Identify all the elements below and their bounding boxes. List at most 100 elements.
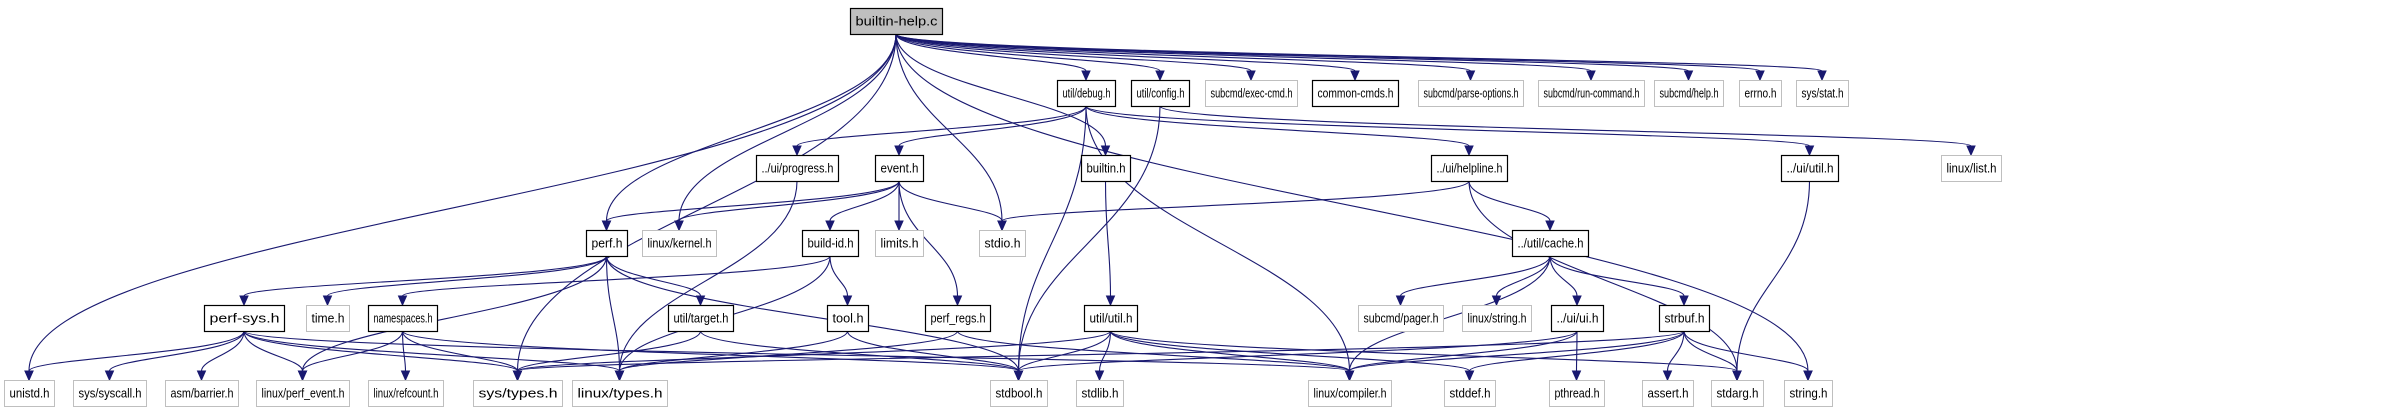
arrowhead-icon — [601, 220, 612, 232]
node-box — [1205, 80, 1298, 107]
edge-up-ui-helpline-h-to-up-util-cache-h — [1468, 180, 1555, 232]
node-perf-h[interactable]: perf.h — [585, 229, 629, 258]
edge-line — [1495, 255, 1551, 297]
node-util-config-h[interactable]: util/config.h — [1130, 79, 1191, 108]
node-up-ui-helpline-h[interactable]: ../ui/helpline.h — [1430, 154, 1509, 183]
node-box — [875, 230, 924, 257]
node-util-util-h[interactable]: util/util.h — [1083, 304, 1139, 333]
edge-line — [829, 255, 849, 297]
edge-strbuf-h-to-stddef-h — [1464, 330, 1685, 382]
edge-strbuf-h-to-sys-types-h — [512, 330, 1685, 382]
node-common-cmds-h[interactable]: common-cmds.h — [1311, 79, 1400, 108]
node-box — [1511, 229, 1590, 258]
node-box — [1358, 305, 1444, 332]
edge-util-debug-h-to-event-h — [894, 105, 1087, 157]
node-up-ui-ui-h[interactable]: ../ui/ui.h — [1550, 304, 1605, 333]
node-box — [1444, 380, 1496, 407]
edge-perf-sys-h-to-unistd-h — [24, 330, 245, 382]
node-sys-types-h: sys/types.h — [473, 380, 563, 407]
node-tool-h[interactable]: tool.h — [826, 304, 870, 333]
edge-line — [618, 330, 849, 372]
node-label: namespaces.h — [374, 311, 433, 326]
edge-up-util-cache-h-to-strbuf-h — [1549, 255, 1689, 307]
arrowhead-icon — [1732, 370, 1742, 382]
edge-strbuf-h-to-linux-compiler-h — [1344, 330, 1685, 382]
edge-line — [1575, 330, 1578, 372]
edge-util-debug-h-to-up-ui-util-h — [1085, 105, 1815, 157]
arrowhead-icon — [1464, 145, 1474, 157]
node-builtin-h[interactable]: builtin.h — [1080, 154, 1132, 183]
node-time-h: time.h — [306, 305, 350, 332]
node-box — [165, 380, 239, 407]
node-up-util-cache-h[interactable]: ../util/cache.h — [1511, 229, 1590, 258]
arrowhead-icon — [894, 145, 904, 157]
node-label: perf_regs.h — [931, 311, 986, 326]
arrowhead-icon — [397, 295, 408, 307]
node-label: ../ui/ui.h — [1557, 311, 1599, 326]
node-unistd-h: unistd.h — [4, 380, 55, 407]
node-event-h[interactable]: event.h — [874, 154, 925, 183]
node-box — [990, 380, 1048, 407]
node-subcmd-pager-h: subcmd/pager.h — [1358, 305, 1444, 332]
edge-namespaces-h-to-linux-perf-event-h — [297, 330, 404, 382]
node-up-ui-progress-h[interactable]: ../ui/progress.h — [755, 154, 840, 183]
node-namespaces-h[interactable]: namespaces.h — [367, 304, 439, 333]
node-stddef-h: stddef.h — [1444, 380, 1496, 407]
edge-line — [1109, 330, 1351, 372]
edge-util-config-h-to-linux-list-h — [1159, 105, 1976, 157]
node-box — [924, 304, 992, 333]
arrowhead-icon — [400, 370, 411, 382]
edge-build-id-h-to-namespaces-h — [397, 255, 831, 307]
node-build-id-h[interactable]: build-id.h — [801, 229, 860, 258]
arrowhead-icon — [1246, 70, 1256, 82]
node-assert-h: assert.h — [1642, 380, 1694, 407]
arrowhead-icon — [792, 145, 802, 157]
node-perf-sys-h[interactable]: perf-sys.h — [203, 304, 286, 333]
node-builtin-help-c[interactable]: builtin-help.c — [849, 7, 944, 36]
edge-builtin-help-c-to-util-debug-h — [895, 33, 1091, 82]
edge-line — [1549, 255, 1578, 297]
arrowhead-icon — [104, 370, 115, 382]
node-pthread-h: pthread.h — [1549, 380, 1605, 407]
node-box — [826, 304, 870, 333]
node-util-target-h[interactable]: util/target.h — [667, 304, 735, 333]
edge-builtin-help-c-to-sys-stat-h — [895, 33, 1827, 82]
node-label: pthread.h — [1555, 386, 1600, 401]
edge-line — [678, 180, 900, 222]
edge-line — [895, 33, 1107, 147]
arrowhead-icon — [614, 370, 625, 382]
node-linux-string-h: linux/string.h — [1462, 305, 1532, 332]
node-box — [1941, 155, 2002, 182]
node-label: util/config.h — [1137, 86, 1185, 101]
edge-line — [1109, 330, 1471, 372]
node-strbuf-h[interactable]: strbuf.h — [1658, 304, 1711, 333]
arrowhead-icon — [1464, 370, 1475, 382]
node-box — [849, 7, 944, 36]
node-perf-regs-h[interactable]: perf_regs.h — [924, 304, 992, 333]
edge-line — [243, 330, 621, 372]
edge-line — [605, 180, 900, 222]
arrowhead-icon — [1081, 70, 1091, 82]
edge-up-util-cache-h-to-linux-string-h — [1491, 255, 1551, 307]
node-box — [801, 229, 860, 258]
edges-layer — [24, 33, 1976, 382]
node-subcmd-parse-options-h: subcmd/parse-options.h — [1418, 80, 1524, 107]
node-box — [572, 380, 668, 407]
arrowhead-icon — [239, 295, 249, 307]
arrowhead-icon — [1586, 70, 1596, 82]
edge-line — [243, 255, 608, 297]
node-stdbool-h: stdbool.h — [990, 380, 1048, 407]
node-box — [1130, 79, 1191, 108]
edge-line — [1468, 330, 1685, 372]
node-box — [1796, 80, 1849, 107]
edge-build-id-h-to-tool-h — [829, 255, 853, 307]
edge-line — [895, 33, 1472, 72]
node-box — [1784, 380, 1833, 407]
node-label: perf.h — [592, 236, 623, 251]
edge-line — [516, 330, 1685, 372]
arrowhead-icon — [842, 295, 853, 307]
node-box — [256, 380, 350, 407]
node-up-ui-util-h[interactable]: ../ui/util.h — [1780, 154, 1840, 183]
node-util-debug-h[interactable]: util/debug.h — [1056, 79, 1117, 108]
arrowhead-icon — [894, 220, 904, 232]
